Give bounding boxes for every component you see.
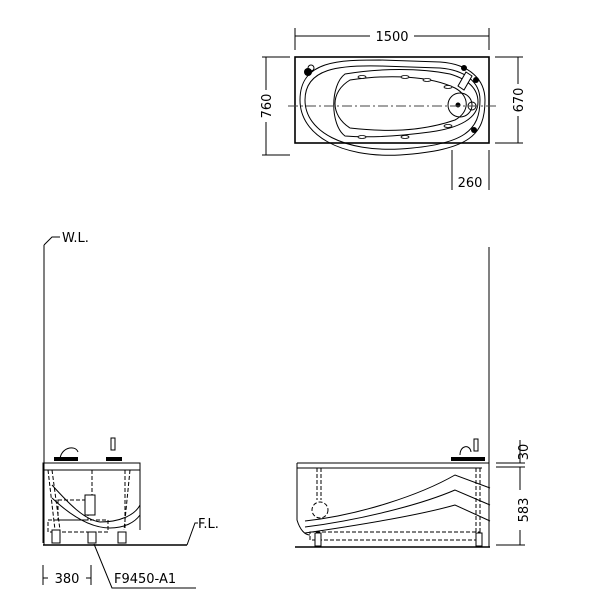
valve-icon [471,127,477,133]
dim-width-rim: 670 [512,88,527,113]
handshower-icon [473,438,479,452]
spout-icon [459,446,472,456]
plan-rim-outline [294,56,490,144]
plan-view: 1500 760 670 260 [260,28,527,191]
plan-basin [333,69,479,138]
dim-width-overall: 760 [260,94,275,119]
dim-rim: 30 [517,444,532,461]
plan-tub-outer [299,59,486,156]
handshower-icon [110,437,116,451]
dim-height: 583 [517,498,532,523]
dim-length: 1500 [375,30,408,45]
drain-icon [455,102,461,108]
plan-basin-floor [334,76,467,131]
handshower-holder-icon [307,64,315,72]
valve-icon [473,77,479,83]
end-view: W.L. F.L. 380 F9450-A1 [42,231,219,589]
valve-icon [461,65,467,71]
dim-drain-offset: 380 [55,572,80,587]
drain-part-number: F9450-A1 [114,572,176,587]
handshower-icon [304,68,312,76]
plan-tub-inner [304,65,481,150]
spout-icon [457,71,473,91]
dim-offset: 260 [458,176,483,191]
floor-level-label: F.L. [198,517,219,532]
plan-drain-bowl [447,92,473,118]
water-level-label: W.L. [62,231,89,246]
side-view: 30 583 [295,247,532,548]
jet-icons [357,75,453,139]
